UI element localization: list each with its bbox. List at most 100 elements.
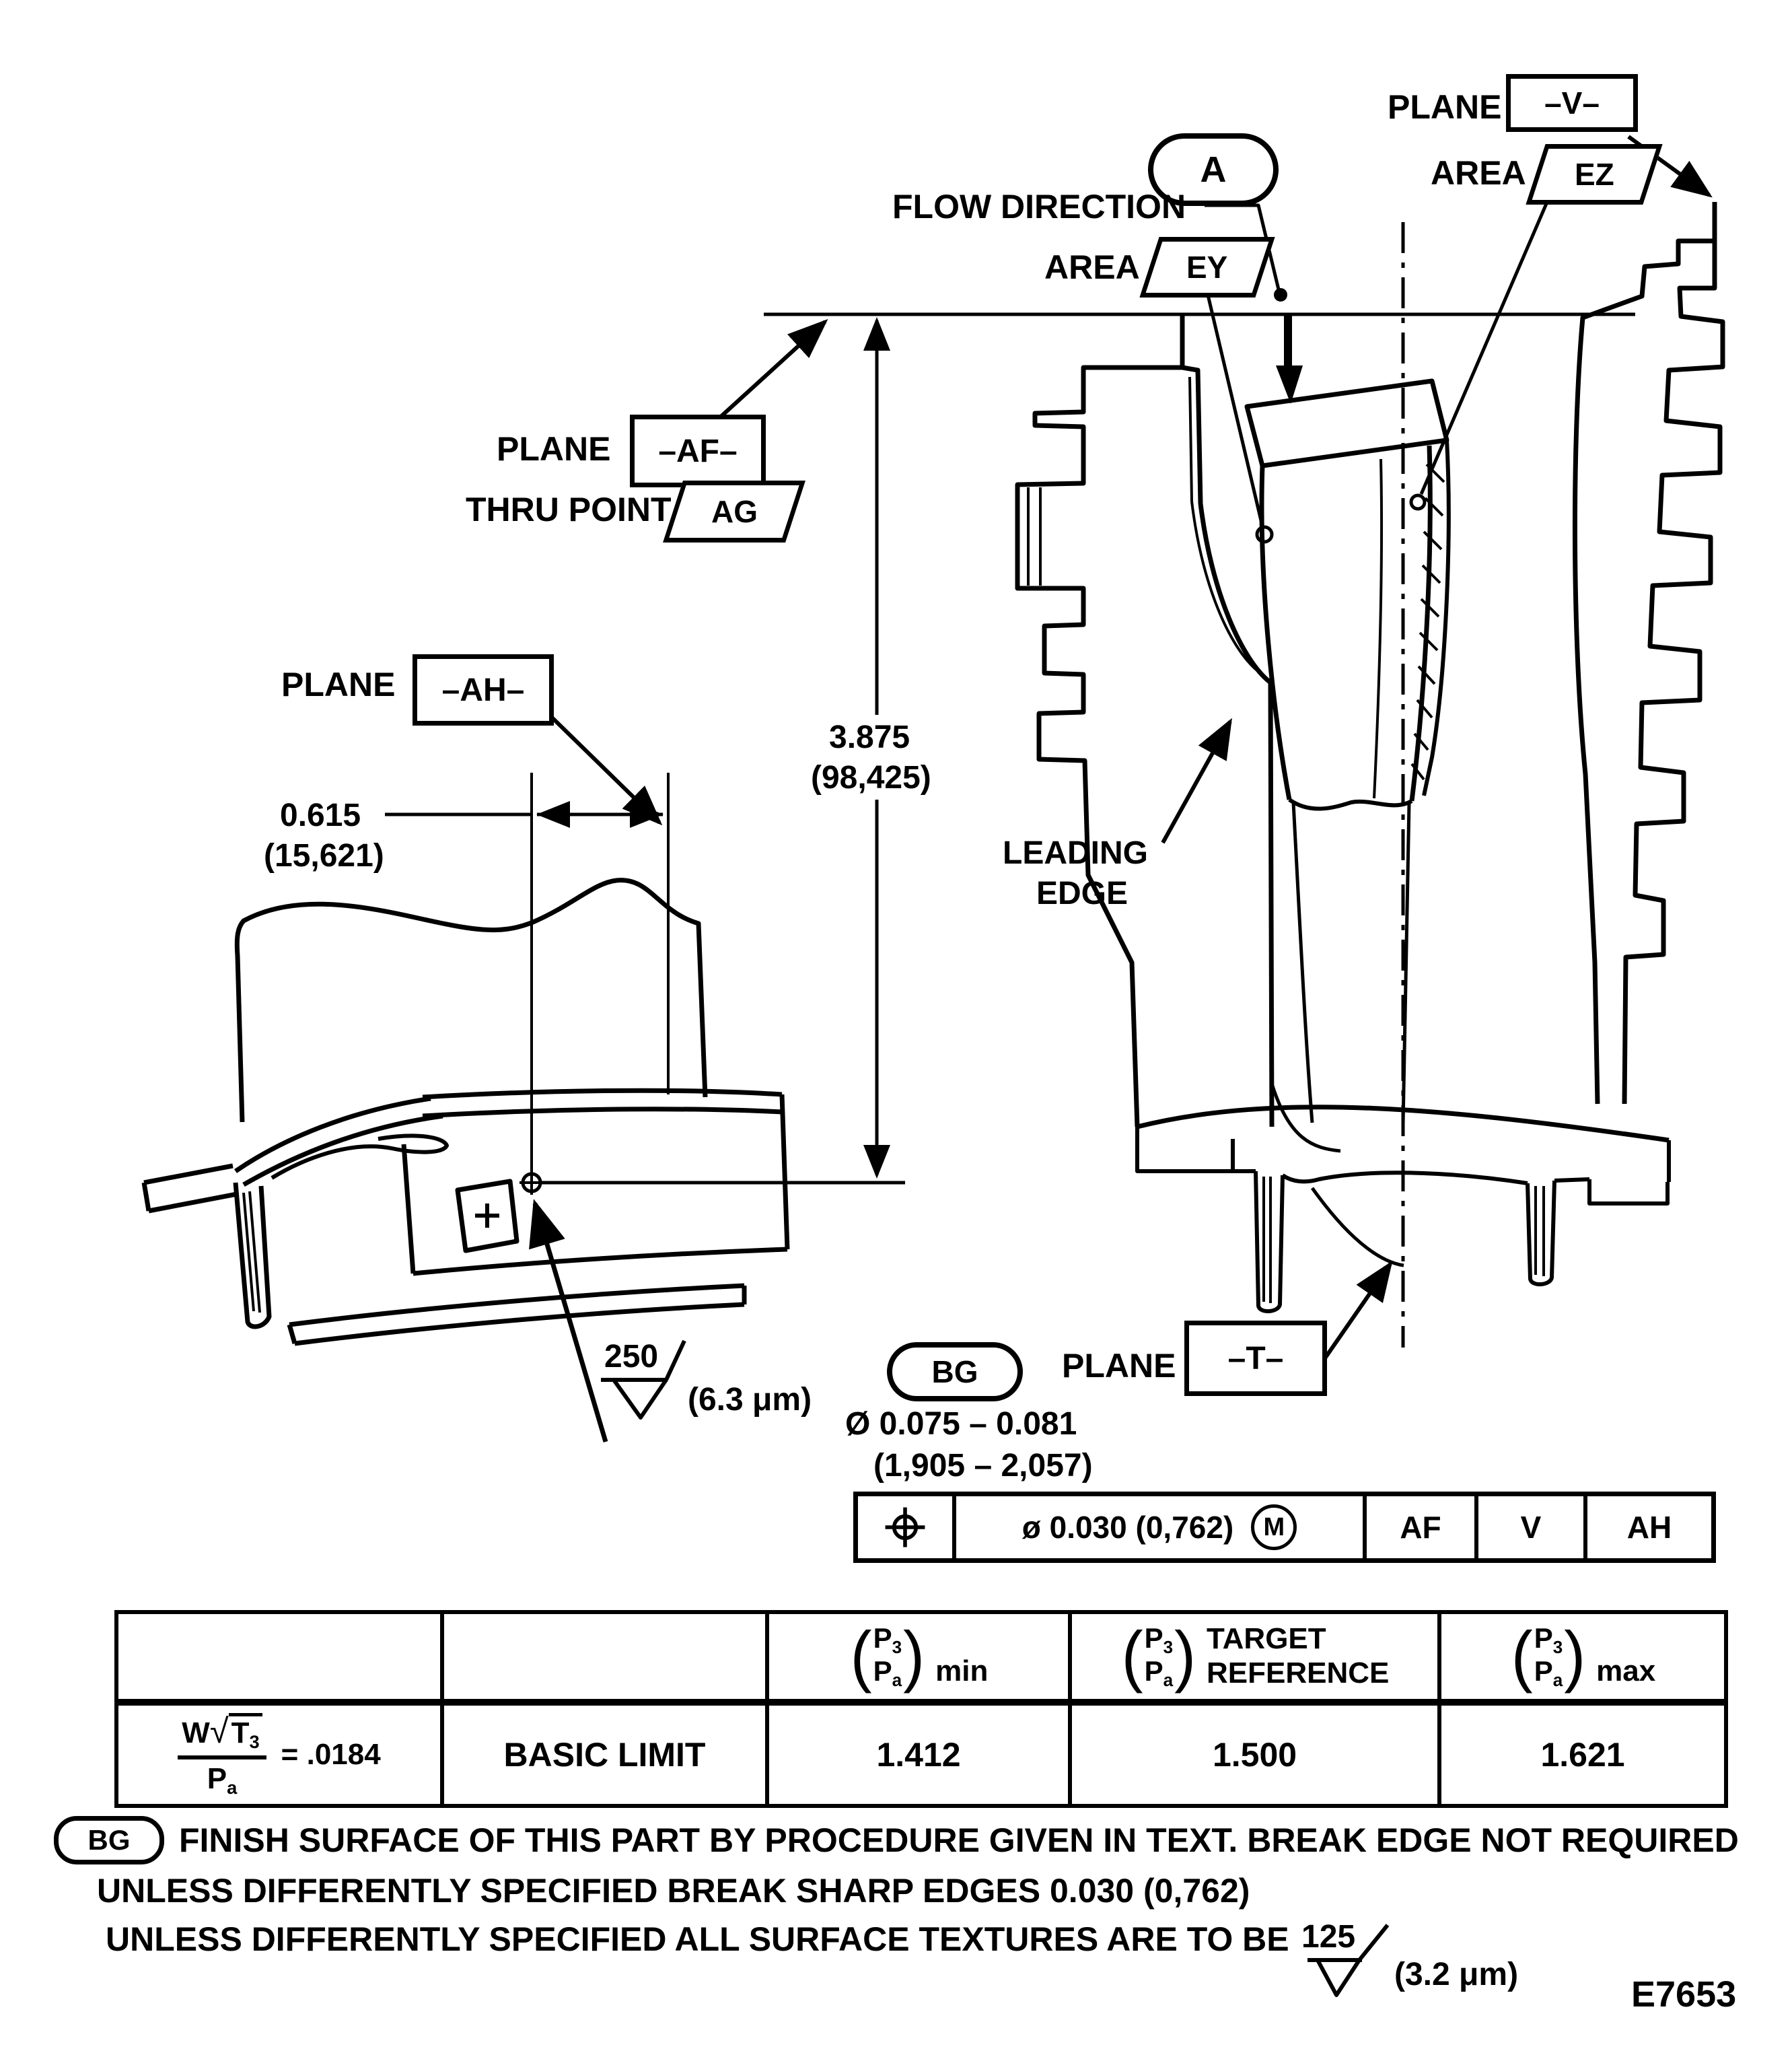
hole-dia-value: Ø 0.075 – 0.081 (845, 1406, 1077, 1442)
vane-root-lines (1291, 802, 1411, 1125)
leading-edge-arrow (1161, 718, 1232, 844)
paren: ( (1121, 1618, 1143, 1694)
platform-right-hook (1526, 1180, 1556, 1286)
area-ey-label: AREA (1044, 248, 1140, 286)
plane-t-label: PLANE (1062, 1347, 1176, 1385)
fcf-tolerance-cell: ø 0.030 (0,762) M (952, 1496, 1363, 1558)
formula-equals: = .0184 (281, 1738, 381, 1771)
note-2-text: UNLESS DIFFERENTLY SPECIFIED BREAK SHARP… (97, 1872, 1250, 1910)
plane-af-label: PLANE (497, 430, 611, 468)
vane-bottom-break (1288, 798, 1413, 811)
mmc-modifier-icon: M (1251, 1504, 1297, 1550)
paren: ) (903, 1618, 925, 1694)
plane-t-arrow (1314, 1261, 1393, 1373)
paren: ) (1564, 1618, 1586, 1694)
figure-number: E7653 (1631, 1974, 1737, 2015)
flow-leader-dot (1274, 288, 1287, 302)
area-ey-flag-text: EY (1186, 250, 1228, 285)
table-cell-formula: W√T3 Pa = .0184 (114, 1700, 444, 1808)
datum-box-v: –V– (1506, 74, 1638, 132)
note-2: UNLESS DIFFERENTLY SPECIFIED BREAK SHARP… (97, 1871, 1250, 1910)
max-label: max (1596, 1654, 1656, 1687)
shroud-band-top (422, 1088, 783, 1100)
lower-shroud-band (287, 1283, 747, 1346)
thru-point-ag-flag: AG (663, 481, 805, 543)
left-profile-inner-wall (1188, 376, 1258, 672)
table-cell-max: 1.621 (1437, 1700, 1728, 1808)
fcf-datum-af: AF (1363, 1496, 1474, 1558)
platform-top-surface (1137, 1105, 1670, 1143)
paren: ( (850, 1618, 872, 1694)
area-ey-flag: EY (1139, 237, 1275, 298)
table-cell-target: 1.500 (1068, 1700, 1441, 1808)
table-header-min: ( P3 Pa ) min (765, 1610, 1072, 1706)
area-ey-leader (1205, 291, 1264, 527)
shroud-band-right-edge (779, 1094, 790, 1250)
dim-3875-metric: (98,425) (811, 760, 931, 796)
platform-left-hook (1254, 1171, 1285, 1313)
fcf-tolerance-value: ø 0.030 (0,762) (1022, 1510, 1234, 1545)
area-ez-flag: EZ (1526, 144, 1663, 205)
thru-point-label: THRU POINT (466, 491, 672, 528)
panel-left-edge (401, 1144, 416, 1274)
t-rail-stem-inner (242, 1191, 261, 1313)
paren: ( (1511, 1618, 1533, 1694)
section-a-balloon: A (1148, 133, 1279, 206)
dim-0615-metric: (15,621) (264, 838, 384, 874)
left-profile-right-edge (1182, 365, 1275, 1127)
target-plus-box (455, 1179, 519, 1253)
ez-hatch-lines (1410, 463, 1445, 781)
finish-250-metric: (6.3 μm) (688, 1382, 812, 1418)
finish-250-symbol (601, 1339, 686, 1420)
hook-inner-lines (1262, 1177, 1545, 1303)
table-header-target: ( P3 Pa ) TARGET REFERENCE (1068, 1610, 1441, 1706)
fcf-datum-ah: AH (1583, 1496, 1711, 1558)
datum-box-t: –T– (1184, 1321, 1327, 1396)
shroud-hook-curves (234, 1096, 443, 1187)
plane-v-label: PLANE (1388, 88, 1502, 126)
vane-left-edge (1259, 465, 1292, 800)
note-1-text: FINISH SURFACE OF THIS PART BY PROCEDURE… (179, 1821, 1739, 1859)
platform-interior-curves (1270, 1083, 1404, 1267)
bg-note-balloon: BG (54, 1816, 164, 1864)
vane-inner-line (1373, 458, 1384, 799)
panel-bottom-edge (413, 1247, 788, 1276)
leading-edge-label-line2: EDGE (1036, 876, 1128, 911)
blade-sheet-outline (234, 878, 708, 1123)
area-ez-label: AREA (1431, 154, 1526, 192)
datum-box-ah: –AH– (413, 654, 554, 726)
note-1: BG FINISH SURFACE OF THIS PART BY PROCED… (54, 1816, 1739, 1864)
t-rail-stem (233, 1182, 272, 1329)
ez-zone-outer-edge (1422, 440, 1451, 796)
flow-direction-label: FLOW DIRECTION (892, 188, 1186, 225)
hole-dia-metric: (1,905 – 2,057) (873, 1448, 1093, 1484)
table-cell-basis: BASIC LIMIT (440, 1700, 769, 1808)
plane-af-arrow (718, 318, 828, 419)
target-label-line2: REFERENCE (1207, 1656, 1390, 1689)
note-3: UNLESS DIFFERENTLY SPECIFIED ALL SURFACE… (106, 1920, 1289, 1959)
flow-arrow-head (1276, 365, 1303, 404)
right-profile-inner-edge (1572, 202, 1717, 1105)
area-ez-leader (1419, 200, 1550, 495)
bg-balloon: BG (887, 1342, 1023, 1401)
shroud-band-bottom (422, 1107, 783, 1119)
note-3-text: UNLESS DIFFERENTLY SPECIFIED ALL SURFACE… (106, 1920, 1289, 1958)
true-position-icon (858, 1496, 952, 1558)
ag-point-leader-arrow (529, 1199, 608, 1442)
leading-edge-label-line1: LEADING (1003, 835, 1148, 871)
area-ez-flag-text: EZ (1574, 157, 1614, 192)
plane-ah-label: PLANE (281, 666, 396, 703)
left-profile-outline (1015, 314, 1185, 1127)
target-plus-mark (475, 1203, 499, 1228)
platform-underside-right (1554, 1177, 1590, 1183)
platform-underside-mid (1281, 1171, 1528, 1185)
limits-table: ( P3 Pa ) min ( P3 Pa ) (114, 1610, 1728, 1808)
table-header-blank2 (440, 1610, 769, 1706)
area-ey-target-circle (1255, 525, 1274, 544)
feature-control-frame: ø 0.030 (0,762) M AF V AH (853, 1492, 1716, 1563)
min-label: min (935, 1654, 989, 1687)
table-cell-min: 1.412 (765, 1700, 1072, 1808)
left-boss-inner-lines (1027, 487, 1042, 586)
table-header-max: ( P3 Pa ) max (1437, 1610, 1728, 1706)
